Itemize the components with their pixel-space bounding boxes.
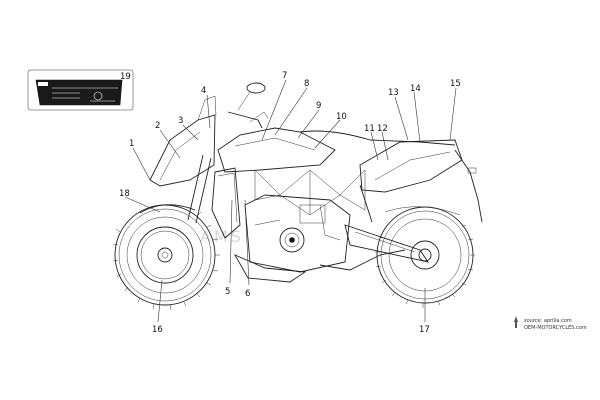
exhaust bbox=[319, 249, 406, 271]
callout-3: 3 bbox=[178, 116, 183, 126]
license-bracket bbox=[454, 149, 483, 223]
watermark-line-1: source: aprilia.com bbox=[524, 318, 572, 324]
source-watermark: source: aprilia.com OEM-MOTORCYCLES.com bbox=[514, 316, 587, 331]
callout-10: 10 bbox=[336, 112, 347, 122]
belly-pan bbox=[233, 254, 307, 283]
callout-2: 2 bbox=[155, 121, 160, 131]
seat bbox=[299, 130, 456, 146]
mirror bbox=[246, 82, 266, 94]
callout-7: 7 bbox=[282, 71, 287, 81]
swingarm bbox=[344, 224, 429, 263]
background-watermark: AMS bbox=[200, 227, 244, 246]
callout-5: 5 bbox=[225, 287, 230, 297]
leader-lines bbox=[121, 79, 457, 323]
tail-panel bbox=[359, 139, 463, 193]
callout-16: 16 bbox=[152, 325, 163, 335]
front-fender bbox=[139, 204, 196, 214]
motorcycle-drawing bbox=[112, 82, 483, 311]
trellis-frame bbox=[254, 169, 366, 216]
wrench-logo-icon bbox=[514, 316, 518, 328]
callout-8: 8 bbox=[304, 79, 309, 89]
windscreen bbox=[197, 95, 217, 121]
callout-14: 14 bbox=[410, 84, 421, 94]
callout-9: 9 bbox=[316, 101, 321, 111]
callout-13: 13 bbox=[388, 88, 399, 98]
callout-17: 17 bbox=[419, 325, 430, 335]
callout-1: 1 bbox=[129, 139, 134, 149]
watermark-line-2: OEM-MOTORCYCLES.com bbox=[524, 325, 587, 331]
callout-15: 15 bbox=[450, 79, 461, 89]
rear-fender bbox=[384, 206, 461, 216]
rear-shock bbox=[359, 184, 373, 223]
callout-19: 19 bbox=[120, 72, 131, 82]
callout-4: 4 bbox=[201, 86, 206, 96]
front-wheel bbox=[112, 204, 220, 311]
callout-18: 18 bbox=[119, 189, 130, 199]
fuel-tank bbox=[217, 127, 336, 173]
callout-12: 12 bbox=[377, 124, 388, 134]
callout-11: 11 bbox=[364, 124, 375, 134]
callout-labels: 1 2 3 4 5 6 7 8 9 10 11 12 13 14 15 16 1… bbox=[119, 71, 461, 335]
front-fairing bbox=[149, 114, 216, 187]
callout-6: 6 bbox=[245, 289, 250, 299]
engine bbox=[244, 194, 351, 273]
tank-shroud bbox=[211, 167, 241, 239]
decal-badge-19 bbox=[27, 69, 134, 111]
handlebar bbox=[227, 111, 263, 129]
